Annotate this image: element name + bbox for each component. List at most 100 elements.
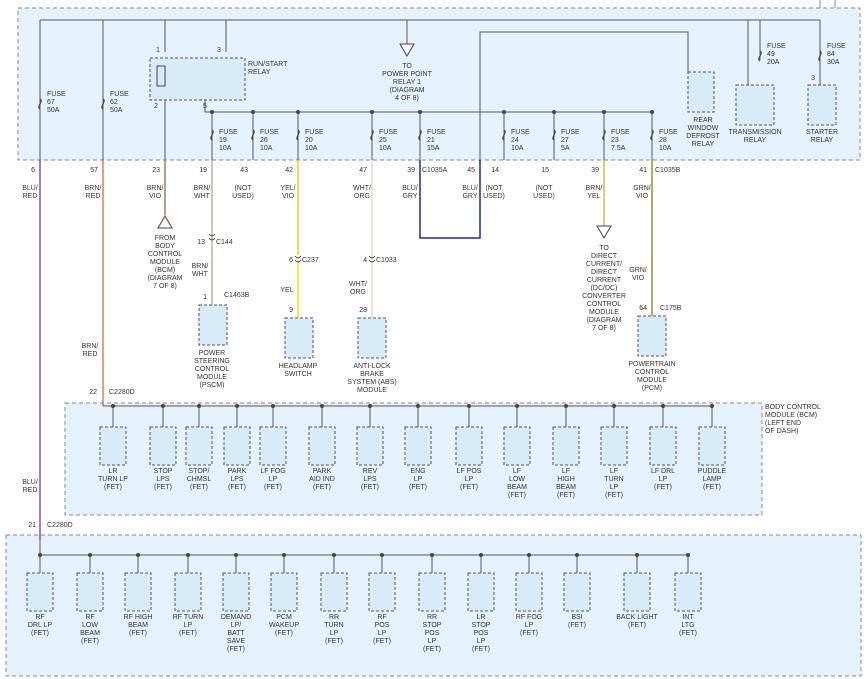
relay-pin-5: 5 [203,103,207,110]
mid-module-0 [198,304,228,346]
mid-module-conn-3: C175B [660,305,682,312]
wire-code-0: BLU/RED [22,185,38,200]
fet-top-3 [223,426,251,466]
fet-bot-5 [270,572,298,612]
fet-bot-1 [76,572,104,612]
fuse-icon-2 [210,129,214,141]
fuse-icon-9 [602,129,606,141]
fet-top-dot [235,404,239,408]
fuse-bus-dot [418,110,422,114]
fet-bot-dot [635,553,639,557]
fuse-bus-dot [251,110,255,114]
bcm-bottom-pin: 21 [28,522,36,529]
defrost-feed [479,31,689,160]
connector-c1035b: C1035B [655,167,681,174]
fet-bot-label-11: BSI(FET) [568,614,586,629]
fet-bot-dot [38,553,42,557]
fuse-bus-dot [602,110,606,114]
pin-7: 39 [407,167,415,174]
fuse-bus-dot [296,110,300,114]
fet-bot-label-12: BACK LIGHT(FET) [616,614,658,629]
pin-10: 15 [541,167,549,174]
fuse-icon-4 [296,129,300,141]
fet-top-0 [99,426,127,466]
grn-vio-label: GRN/VIO [629,267,647,282]
rear-defrost-relay [687,71,715,113]
mid-module-pin-1: 9 [289,307,293,314]
pin-11: 39 [591,167,599,174]
fuse84-icon [818,50,822,62]
fuse-bus-dot [210,110,214,114]
c1033-wire: WHT/ORG [349,281,367,296]
relay-pin-2: 2 [154,103,158,110]
brn-red-label: BRN/RED [82,343,99,358]
relay-pin-3: 3 [217,47,221,54]
pin-5: 42 [285,167,293,174]
fet-top-dot [661,404,665,408]
wire-code-5: YEL/VIO [280,185,295,200]
bcm-bottom-conn: C2280D [47,522,73,529]
c237-icon [294,255,302,263]
pin-1: 57 [90,167,98,174]
fet-bot-dot [575,553,579,557]
pin-9: 14 [491,167,499,174]
mid-module-pin-2: 28 [359,307,367,314]
fuse-icon-8 [552,129,556,141]
fet-bot-dot [479,553,483,557]
mid-module-1 [284,317,314,359]
wire-code-12: GRN/VIO [633,185,651,200]
fuse-bus-dot [502,110,506,114]
fet-bot-13 [674,572,702,612]
from-bcm-arrow [157,215,173,229]
fet-top-1 [149,426,177,466]
pin-8: 45 [467,167,475,174]
pin-6: 47 [359,167,367,174]
mid-module-2 [357,317,387,359]
relay-pin-1: 1 [156,47,160,54]
fet-top-11 [600,426,628,466]
fet-top-13 [698,426,726,466]
fuse-icon-7 [502,129,506,141]
fet-bot-dot [332,553,336,557]
to-dcdc-arrow [596,225,612,239]
c144-wire: BRN/WHT [192,263,209,278]
fet-top-dot [320,404,324,408]
wire-code-2: BRN/VIO [147,185,164,200]
fet-bot-dot [88,553,92,557]
c1033-icon [368,255,376,263]
fet-bot-8 [418,572,446,612]
fet-top-2 [185,426,213,466]
fuse-icon-3 [251,129,255,141]
fet-top-dot [416,404,420,408]
wire-code-11: BRN/YEL [586,185,603,200]
starter-relay [807,84,837,126]
